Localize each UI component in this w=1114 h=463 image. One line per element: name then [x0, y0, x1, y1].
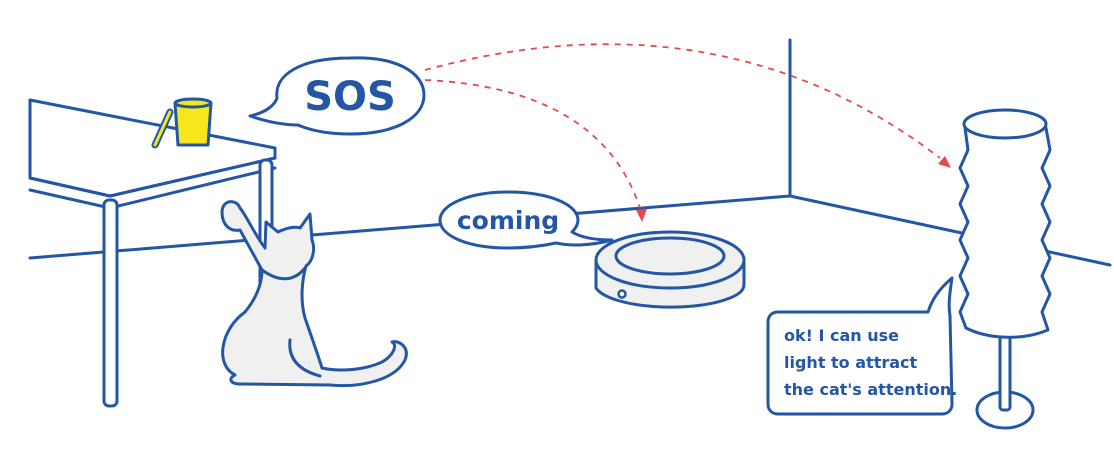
arrow-to-vacuum: [425, 80, 640, 208]
lamp-line-1: ok! I can use: [784, 326, 899, 345]
arrow-to-lamp: [425, 44, 940, 158]
coming-speech-bubble: coming: [440, 192, 612, 248]
lamp-speech-bubble: ok! I can use light to attract the cat's…: [768, 278, 957, 414]
lamp-line-3: the cat's attention.: [784, 380, 957, 399]
sos-speech-bubble: SOS: [250, 58, 424, 134]
robot-vacuum-icon: [596, 232, 744, 307]
floor-lamp-icon: [960, 110, 1050, 428]
lamp-line-2: light to attract: [784, 353, 918, 372]
coming-label: coming: [457, 206, 559, 235]
sos-label: SOS: [304, 74, 396, 120]
arrow-to-vacuum-head: [636, 209, 647, 222]
